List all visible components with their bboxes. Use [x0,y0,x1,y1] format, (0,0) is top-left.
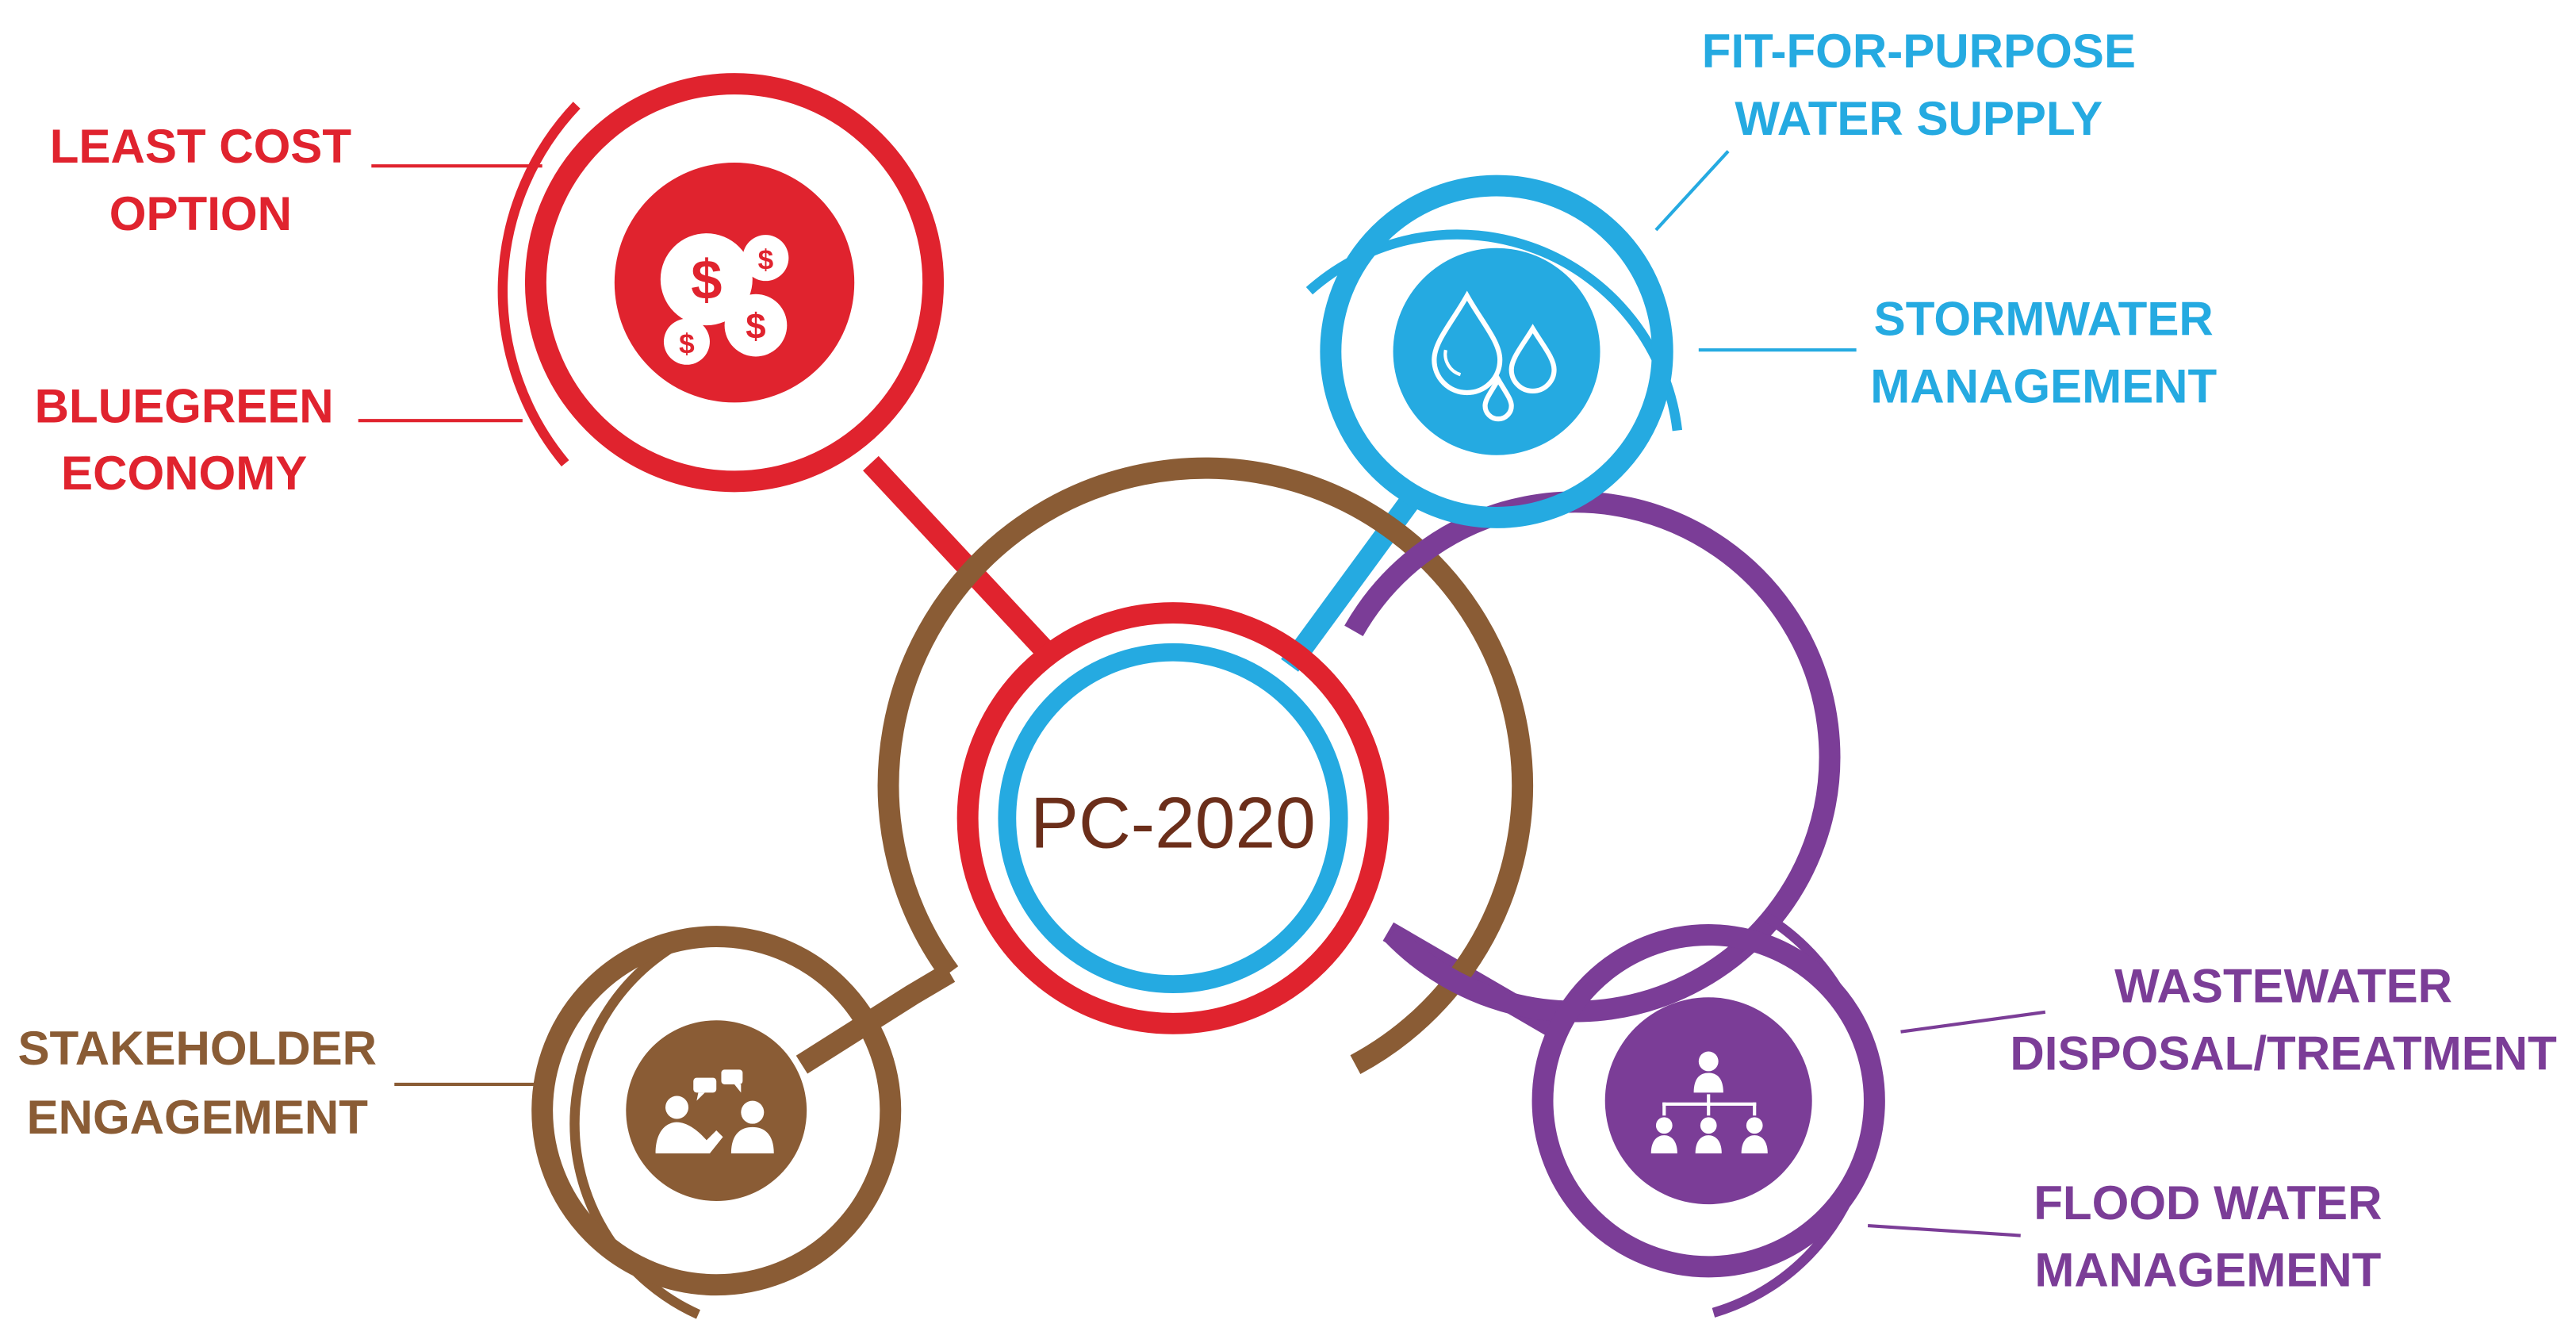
node-water: FIT-FOR-PURPOSE WATER SUPPLY STORMWATER … [1305,25,2218,528]
node-cost-ring [524,73,945,493]
money-coins-icon: $ $ $ $ [660,233,789,365]
node-wastewater-bottom-label-line2: MANAGEMENT [2034,1244,2381,1297]
svg-text:$: $ [746,306,765,347]
node-stakeholder-label-line2: ENGAGEMENT [27,1091,369,1144]
node-cost: $ $ $ $ LEAST COST OPTION BLUEGREEN ECON… [35,73,945,500]
node-wastewater-ring [1531,924,1885,1278]
water-drops-icon [1432,290,1557,422]
center-ring-blue [998,643,1348,994]
node-wastewater-top-label-line1: WASTEWATER [2114,959,2452,1012]
center-label: PC-2020 [1030,784,1316,864]
org-chart-icon [1650,1051,1768,1153]
node-wastewater-leader-top [1900,1010,2046,1034]
center-ring-brown [877,457,1534,1074]
node-water-bottom-label-line2: MANAGEMENT [1870,359,2217,412]
node-cost-top-label-line1: LEAST COST [50,120,352,173]
node-cost-bottom-label-line1: BLUEGREEN [35,379,334,432]
node-cost-bottom-label-line2: ECONOMY [61,447,307,500]
svg-text:$: $ [691,248,722,311]
node-water-ring [1320,175,1673,528]
svg-text:$: $ [758,245,774,276]
node-water-bottom-label-line1: STORMWATER [1874,293,2214,346]
node-cost-top-label-line2: OPTION [109,187,292,240]
connector-brown [795,963,956,1074]
node-stakeholder-core [626,1020,807,1202]
node-wastewater-leader-bottom [1867,1224,2021,1237]
node-wastewater-bottom-label-line1: FLOOD WATER [2034,1176,2382,1230]
node-water-top-label-line2: WATER SUPPLY [1735,92,2103,145]
node-stakeholder-ring [531,926,902,1296]
node-water-top-label-line1: FIT-FOR-PURPOSE [1702,25,2136,78]
node-cost-outer-arc [497,102,581,467]
node-stakeholder: STAKEHOLDER ENGAGEMENT [17,926,902,1319]
connector-red [863,455,1060,665]
people-conversation-icon [655,1069,774,1153]
node-wastewater-top-label-line2: DISPOSAL/TREATMENT [2010,1026,2557,1080]
center-ring-red [956,602,1390,1034]
node-wastewater: WASTEWATER DISPOSAL/TREATMENT FLOOD WATE… [1531,912,2557,1318]
node-stakeholder-label-line1: STAKEHOLDER [17,1022,377,1075]
node-water-leader-top [1654,150,1730,232]
svg-text:$: $ [679,328,695,359]
